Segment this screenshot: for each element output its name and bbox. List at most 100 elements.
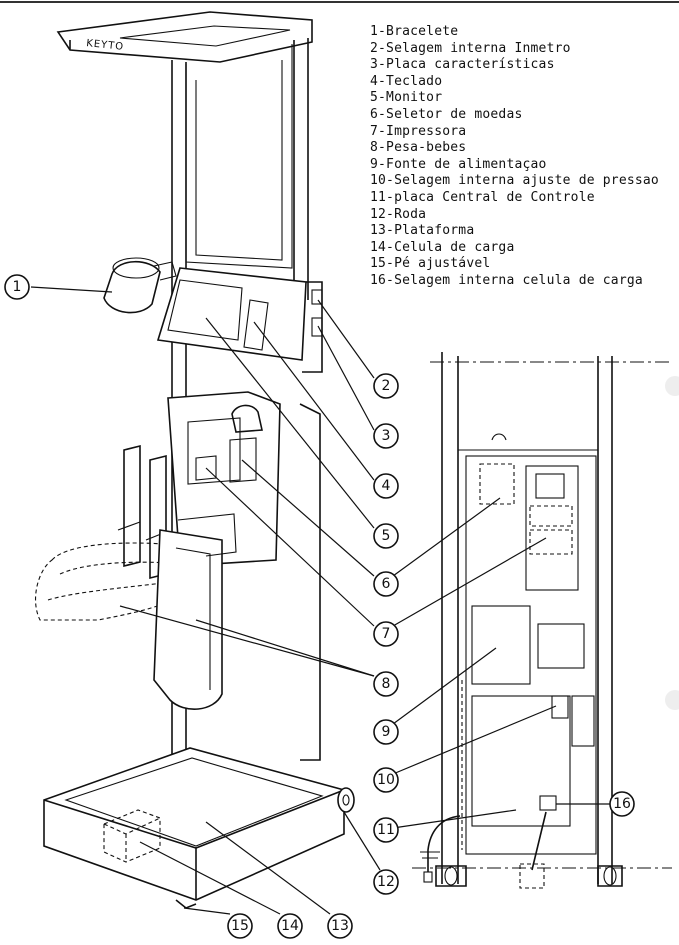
keyboard: [243, 299, 269, 351]
legend-item: 2-Selagem interna Inmetro: [370, 40, 571, 56]
leader-12: [343, 811, 381, 871]
adjustable-foot: [175, 899, 197, 909]
cutaway-drawing: [412, 352, 672, 889]
leader-9: [392, 647, 497, 725]
legend-item: 8-Pesa-bebes: [370, 140, 467, 156]
callout-badge-9: [373, 719, 399, 745]
cutaway-wheel-left: [435, 865, 467, 887]
callout-16: 16: [613, 796, 631, 812]
cutaway-cabinet: [465, 455, 597, 855]
legend-item: 16-Selagem interna celula de carga: [370, 272, 643, 288]
callout-badge-14: [277, 913, 303, 939]
callout-badge-4: [373, 473, 399, 499]
tray-hinge: [177, 513, 237, 557]
brand-label: KEYTO: [86, 38, 125, 53]
leader-7a: [205, 467, 375, 627]
right-column-lower: [299, 403, 321, 761]
leader-8b: [195, 619, 375, 677]
leader-14: [139, 841, 281, 915]
legend-item: 7-Impressora: [370, 123, 467, 139]
callout-14: 14: [281, 918, 299, 934]
legend-item: 12-Roda: [370, 206, 427, 222]
callout-badge-5: [373, 523, 399, 549]
callout-badge-8: [373, 671, 399, 697]
callout-6: 6: [382, 576, 391, 592]
leader-1: [30, 286, 113, 293]
pressure-seal: [551, 695, 569, 719]
callout-4: 4: [382, 478, 391, 494]
characteristics-plate: [311, 317, 323, 337]
head-frame: [56, 11, 313, 63]
callout-3: 3: [382, 428, 391, 444]
callout-8: 8: [382, 676, 391, 692]
leader-8a: [119, 605, 375, 677]
back-panel-inner: [195, 60, 283, 261]
cutaway-module: [537, 623, 585, 669]
leader-5: [205, 317, 375, 529]
legend-item: 1-Bracelete: [370, 24, 459, 39]
baby-tray-folded: [153, 529, 223, 710]
cutaway-printer: [525, 465, 579, 591]
legend-item: 4-Teclado: [370, 73, 443, 89]
head-frame-opening: [119, 25, 291, 47]
scan-mark-top: [665, 376, 679, 396]
scan-mark-bottom: [665, 690, 679, 710]
callout-12: 12: [377, 874, 395, 890]
coin-selector: [229, 437, 257, 483]
leader-lines: [30, 286, 612, 915]
right-column-top: [293, 38, 309, 300]
platform-top: [64, 757, 324, 847]
leader-11: [392, 809, 517, 829]
legend-item: 3-Placa características: [370, 57, 555, 73]
leader-10: [392, 705, 557, 775]
leader-13: [205, 821, 331, 915]
leader-4: [253, 321, 375, 481]
bracket-left: [123, 444, 141, 568]
callout-13: 13: [331, 918, 349, 934]
leader-7b: [392, 537, 547, 627]
parts-legend: 1-Bracelete 2-Selagem interna Inmetro 3-…: [370, 24, 659, 290]
legend-item: 10-Selagem interna ajuste de pressao: [370, 173, 659, 189]
cutaway-load-cell: [519, 863, 545, 889]
cutaway-coin-selector: [479, 463, 515, 505]
callout-7: 7: [382, 626, 391, 642]
back-panel: [185, 44, 293, 269]
callout-10: 10: [377, 772, 395, 788]
leader-6b: [392, 497, 501, 577]
leader-2: [317, 299, 375, 379]
leader-3: [317, 325, 375, 431]
leader-15: [183, 907, 231, 915]
callout-badge-2: [373, 373, 399, 399]
callout-badges: 1 2 3 4 5 6 7 8 9 10 11 12 13 14 15 16: [4, 274, 635, 939]
inmetro-seal: [311, 289, 323, 305]
load-cell-seal: [539, 795, 557, 811]
callout-badge-10: [373, 767, 399, 793]
legend-item: 13-Plataforma: [370, 223, 475, 239]
callout-badge-1: [4, 274, 30, 300]
callout-badge-3: [373, 423, 399, 449]
legend-item: 15-Pé ajustável: [370, 256, 491, 272]
callout-badge-11: [373, 817, 399, 843]
leader-6a: [241, 459, 375, 577]
wheel: [337, 787, 355, 813]
cutaway-control-board: [471, 695, 571, 827]
callout-2: 2: [382, 378, 391, 394]
power-cord: [427, 815, 461, 872]
cutaway-power-supply: [471, 605, 531, 685]
bracelet-opening: [112, 257, 160, 279]
callout-badge-6: [373, 571, 399, 597]
callout-badge-12: [373, 869, 399, 895]
legend-item: 14-Celula de carga: [370, 239, 515, 255]
cutaway-wheel-right: [597, 865, 623, 887]
legend-item: 6-Seletor de moedas: [370, 106, 523, 122]
callout-11: 11: [377, 822, 395, 838]
callout-5: 5: [382, 528, 391, 544]
printer-slot: [187, 417, 241, 485]
bracelet-holder: [153, 261, 177, 281]
monitor-housing: [156, 267, 307, 361]
base-platform: [43, 747, 345, 901]
load-cell-dashed: [103, 809, 161, 863]
legend-item: 11-placa Central de Controle: [370, 189, 595, 205]
